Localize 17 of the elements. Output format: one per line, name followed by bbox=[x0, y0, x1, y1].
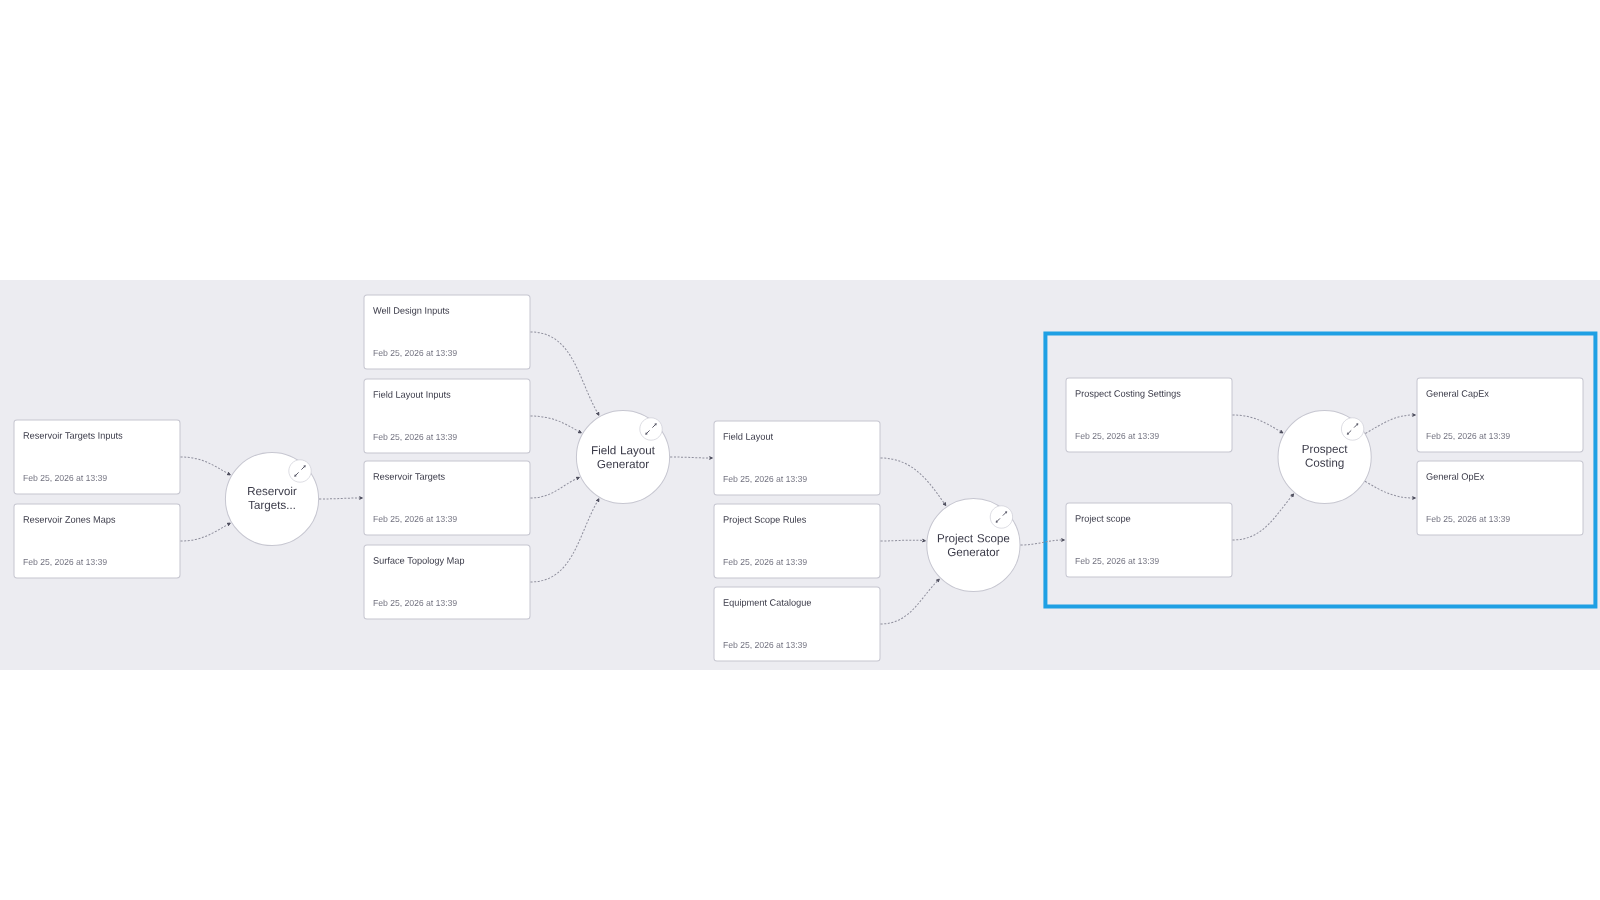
connector-arrow bbox=[1364, 413, 1416, 434]
connector-arrow bbox=[880, 457, 947, 506]
connector-arrow bbox=[530, 498, 600, 583]
connector-arrow bbox=[1232, 493, 1295, 541]
connector-arrow bbox=[530, 476, 580, 499]
connector-arrow bbox=[180, 522, 231, 542]
connector-arrow bbox=[318, 496, 363, 500]
connector-arrow bbox=[530, 331, 600, 416]
selection-frame bbox=[1043, 331, 1598, 609]
connector-arrow bbox=[669, 456, 713, 460]
connector-arrow bbox=[180, 456, 231, 476]
connector-arrow bbox=[530, 415, 582, 434]
connector-arrow bbox=[880, 578, 940, 625]
connector-arrow bbox=[1020, 538, 1065, 546]
connector-arrow bbox=[1364, 480, 1416, 500]
connector-arrow bbox=[1232, 414, 1284, 434]
connector-arrow bbox=[880, 538, 926, 543]
